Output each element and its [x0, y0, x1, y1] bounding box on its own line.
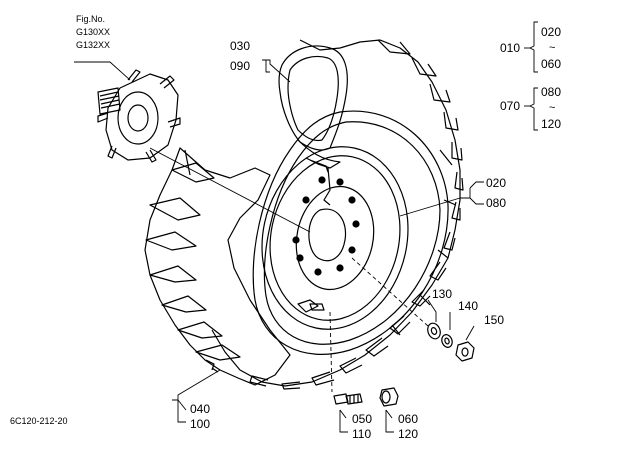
callout-150: 150 [484, 313, 505, 327]
callout-130: 130 [432, 287, 453, 301]
callout-080: 080 [486, 196, 507, 210]
main-tire [211, 39, 464, 390]
callout-100: 100 [190, 417, 211, 431]
range-tilde-2: ~ [549, 102, 556, 114]
callout-040: 040 [190, 402, 211, 416]
fig-code-2: G132XX [76, 40, 111, 50]
inner-tube [278, 45, 348, 173]
callout-030: 030 [230, 39, 251, 53]
callout-140: 140 [458, 299, 479, 313]
callout-010: 010 [500, 41, 521, 55]
callout-060: 060 [398, 412, 419, 426]
fig-code-1: G130XX [76, 27, 111, 37]
callout-090: 090 [230, 59, 251, 73]
callout-070: 070 [500, 99, 521, 113]
callout-020: 020 [486, 176, 507, 190]
wheel-hub [97, 69, 311, 233]
callout-110: 110 [352, 427, 372, 441]
wheel-rim [261, 146, 409, 330]
range-tilde-1: ~ [549, 42, 556, 54]
callout-120: 120 [398, 427, 419, 441]
leader-lines [74, 21, 538, 433]
callout-120-range-end: 120 [541, 117, 562, 131]
fastener-stack [351, 257, 475, 362]
callout-080-range-start: 080 [541, 85, 562, 99]
drawing-code: 6C120-212-20 [10, 416, 68, 426]
rear-tire [144, 147, 291, 386]
callout-050: 050 [352, 412, 373, 426]
callout-060-range-end: 060 [541, 57, 562, 71]
callout-020-range-start: 020 [541, 25, 562, 39]
fig-number-title: Fig.No. [76, 14, 106, 24]
valve-assembly [297, 299, 399, 407]
